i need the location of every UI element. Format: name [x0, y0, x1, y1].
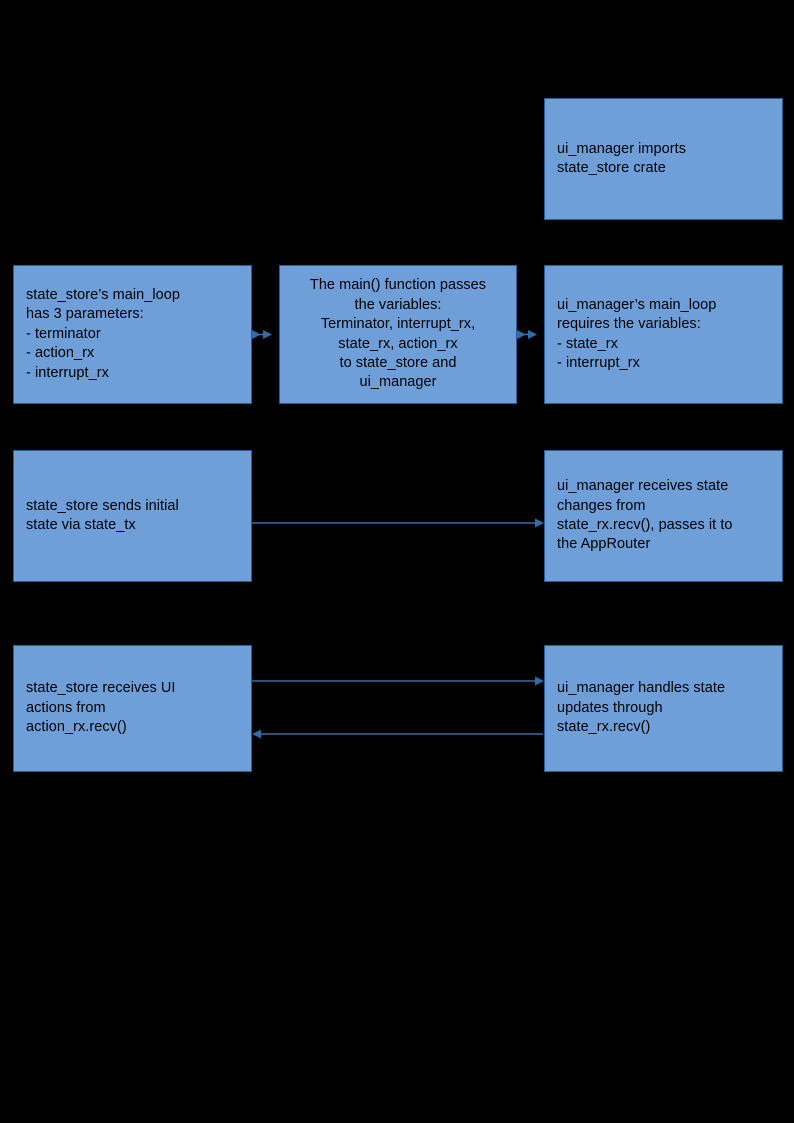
- node-state-store-receives-ui-actions-label: state_store receives UI actions from act…: [26, 680, 176, 736]
- node-state-store-main-loop-params-label: state_store’s main_loop has 3 parameters…: [26, 286, 181, 381]
- node-ui-manager-main-loop-requires-label: ui_manager’s main_loop requires the vari…: [557, 296, 717, 371]
- node-ui-manager-receives-state-changes-label: ui_manager receives state changes from s…: [557, 478, 733, 553]
- node-ui-manager-main-loop-requires[interactable]: ui_manager’s main_loop requires the vari…: [544, 265, 783, 404]
- node-ui-manager-imports-label: ui_manager imports state_store crate: [557, 140, 687, 176]
- node-state-store-main-loop-params[interactable]: state_store’s main_loop has 3 parameters…: [13, 265, 252, 404]
- node-ui-manager-receives-state-changes[interactable]: ui_manager receives state changes from s…: [544, 450, 783, 582]
- node-state-store-receives-ui-actions[interactable]: state_store receives UI actions from act…: [13, 645, 252, 772]
- node-main-function-passes-variables[interactable]: The main() function passes the variables…: [279, 265, 517, 404]
- node-state-store-sends-initial-state-label: state_store sends initial state via stat…: [26, 497, 179, 533]
- node-ui-manager-handles-state-updates-label: ui_manager handles state updates through…: [557, 680, 726, 736]
- node-ui-manager-handles-state-updates[interactable]: ui_manager handles state updates through…: [544, 645, 783, 772]
- node-state-store-sends-initial-state[interactable]: state_store sends initial state via stat…: [13, 450, 252, 582]
- node-ui-manager-imports[interactable]: ui_manager imports state_store crate: [544, 98, 783, 220]
- node-main-function-passes-variables-label: The main() function passes the variables…: [309, 277, 487, 391]
